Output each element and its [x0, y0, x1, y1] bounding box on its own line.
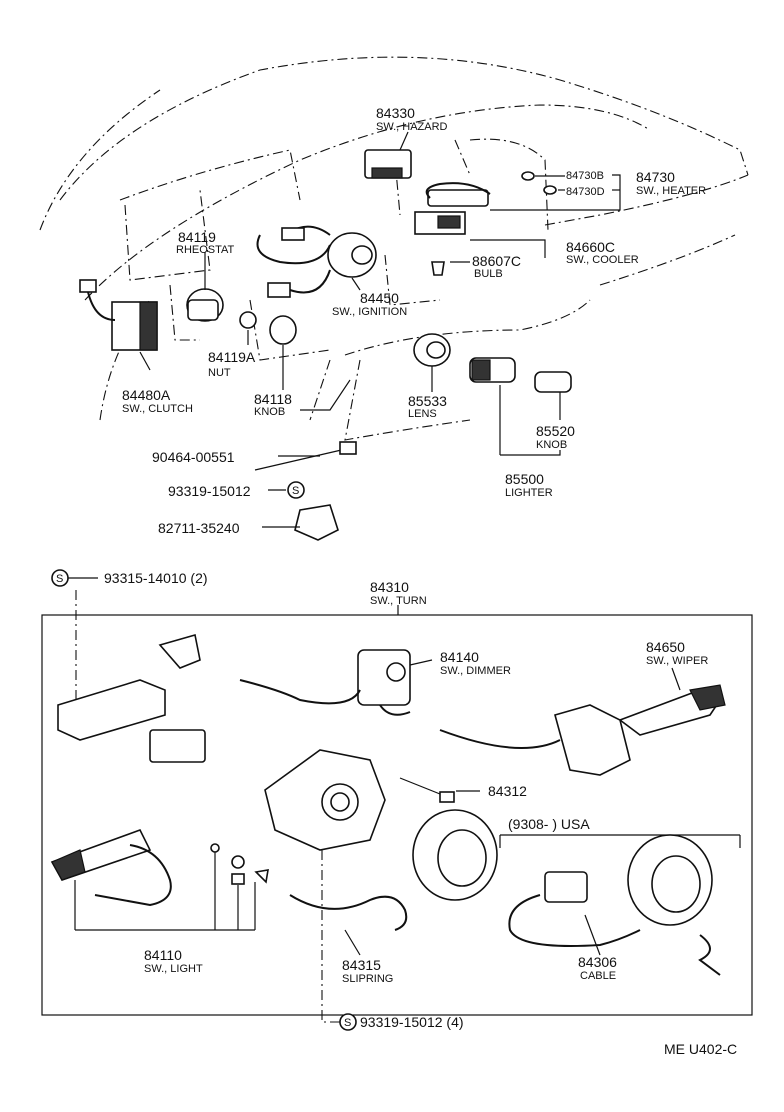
- part-number-84730B: 84730B: [566, 170, 604, 182]
- svg-text:S: S: [344, 1017, 351, 1029]
- lower-part-shapes: [50, 633, 726, 976]
- part-number-84450: 84450: [360, 290, 399, 306]
- part-name-84450: SW., IGNITION: [332, 306, 407, 318]
- part-name-84119A: NUT: [208, 367, 231, 379]
- part-number-84330: 84330: [376, 105, 415, 121]
- svg-text:S: S: [56, 573, 63, 585]
- dashboard-outline: [39, 56, 749, 441]
- part-number-93315-14010: 93315-14010 (2): [104, 570, 208, 586]
- part-number-82711-35240: 82711-35240: [158, 520, 240, 536]
- combination-switch-box: [41, 614, 753, 1016]
- part-name-84480A: SW., CLUTCH: [122, 403, 193, 415]
- part-number-84660C: 84660C: [566, 239, 615, 255]
- part-number-84310: 84310: [370, 579, 409, 595]
- svg-text:S: S: [292, 485, 299, 497]
- part-number-84650: 84650: [646, 639, 685, 655]
- part-name-85520: KNOB: [536, 439, 567, 451]
- part-number-90464-00551: 90464-00551: [152, 449, 235, 465]
- part-name-84119: RHEOSTAT: [176, 244, 235, 256]
- part-number-93319-15012-4: 93319-15012 (4): [360, 1014, 464, 1030]
- upper-part-shapes: [79, 149, 572, 541]
- part-number-84119: 84119: [178, 229, 216, 245]
- part-number-85520: 85520: [536, 423, 575, 439]
- part-number-85533: 85533: [408, 393, 447, 409]
- diagram-reference-code: ME U402-C: [664, 1041, 737, 1057]
- part-name-84650: SW., WIPER: [646, 655, 708, 667]
- part-number-85500: 85500: [505, 471, 544, 487]
- part-number-88607C: 88607C: [472, 253, 521, 269]
- part-name-85533: LENS: [408, 408, 437, 420]
- part-number-84306: 84306: [578, 954, 617, 970]
- part-number-84480A: 84480A: [122, 387, 171, 403]
- part-number-84312: 84312: [488, 783, 527, 799]
- part-name-84730: SW., HEATER: [636, 185, 706, 197]
- part-number-84119A: 84119A: [208, 349, 256, 365]
- part-number-84110: 84110: [144, 947, 182, 963]
- part-name-84140: SW., DIMMER: [440, 665, 511, 677]
- part-number-84140: 84140: [440, 649, 479, 665]
- part-name-84315: SLIPRING: [342, 973, 393, 985]
- part-name-88607C: BULB: [474, 268, 503, 280]
- part-name-84310: SW., TURN: [370, 595, 427, 607]
- part-number-84730: 84730: [636, 169, 675, 185]
- part-number-84118: 84118: [254, 391, 292, 407]
- part-name-84330: SW., HAZARD: [376, 121, 448, 133]
- leader-lines: [68, 131, 681, 1023]
- part-name-85500: LIGHTER: [505, 487, 553, 499]
- part-number-84730D: 84730D: [566, 186, 605, 198]
- part-labels: 84330 SW., HAZARD 84730B 84730D 84730 SW…: [51, 105, 737, 1057]
- part-number-93319-15012: 93319-15012: [168, 483, 251, 499]
- s-mark-glyphs: S S S: [56, 485, 351, 1029]
- part-name-84306: CABLE: [580, 970, 616, 982]
- part-name-84118: KNOB: [254, 406, 285, 418]
- part-name-84110: SW., LIGHT: [144, 963, 203, 975]
- part-number-84315: 84315: [342, 957, 381, 973]
- usa-range-label: (9308- ) USA: [508, 816, 590, 832]
- part-name-84660C: SW., COOLER: [566, 254, 639, 266]
